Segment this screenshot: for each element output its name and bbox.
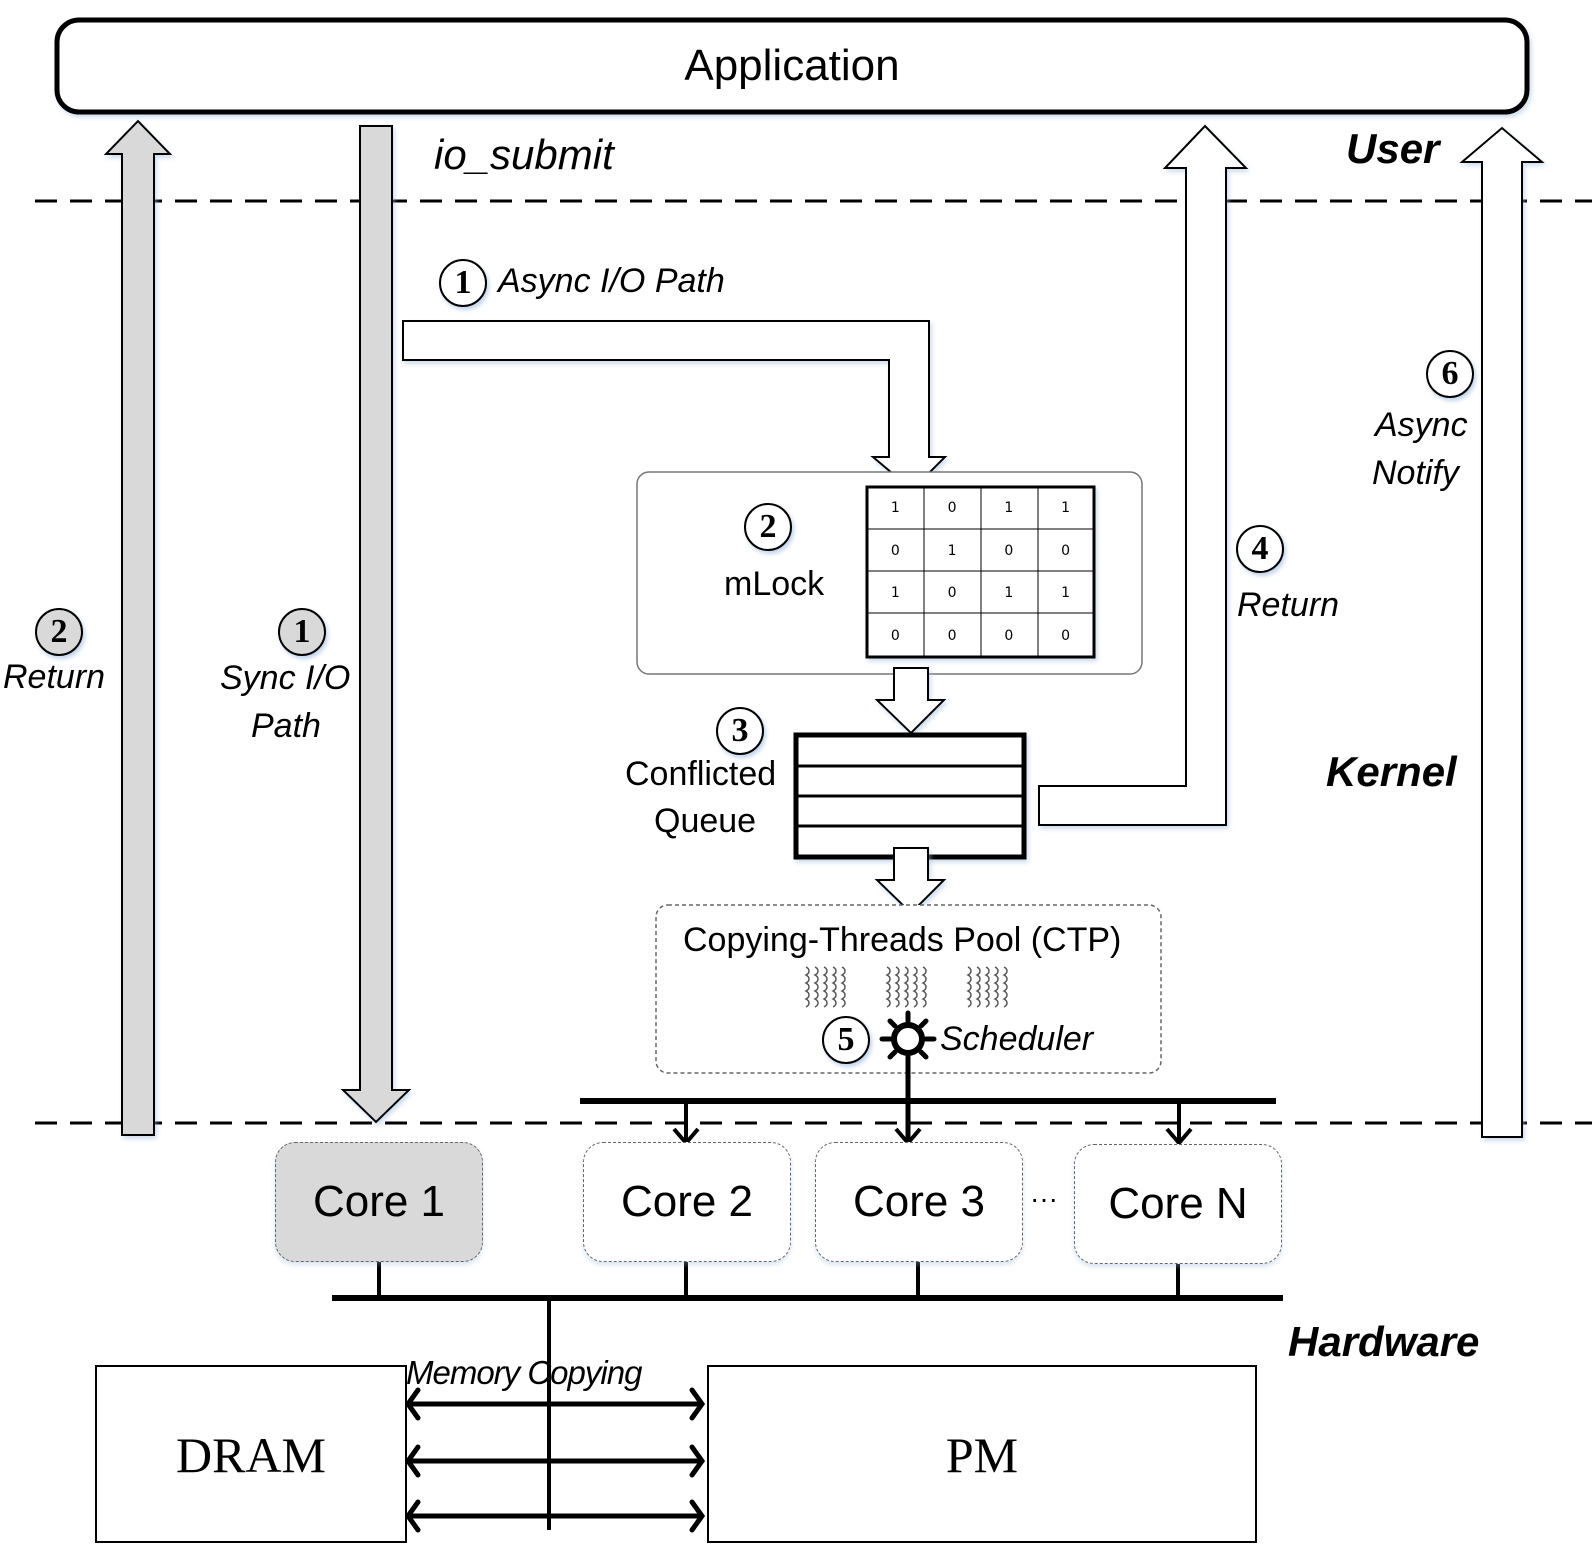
thread-icon xyxy=(966,966,1008,1008)
mlock-label: mLock xyxy=(724,565,825,603)
mlock-grid xyxy=(865,485,1096,659)
step-badge-3: 3 xyxy=(716,707,764,755)
step-badge-2-return: 2 xyxy=(35,608,83,656)
thread-icons xyxy=(804,966,1008,1008)
core-2[interactable]: Core 2 xyxy=(583,1142,791,1262)
mlock-cell: 1 xyxy=(1061,500,1071,516)
step-badge-6: 6 xyxy=(1426,350,1474,398)
core-3[interactable]: Core 3 xyxy=(815,1142,1023,1262)
core-1[interactable]: Core 1 xyxy=(275,1142,483,1262)
memory-copy-arrows xyxy=(404,1387,706,1533)
pm-label: PM xyxy=(945,1427,1019,1483)
async-notify-label-line2: Notify xyxy=(1372,454,1459,492)
step-badge-1-async: 1 xyxy=(439,259,487,307)
step-badge-5: 5 xyxy=(822,1016,870,1064)
memory-copying-label: Memory Copying xyxy=(406,1354,642,1391)
mlock-cell: 0 xyxy=(947,585,957,601)
mlock-cell: 1 xyxy=(1061,585,1071,601)
mlock-cell: 1 xyxy=(947,542,957,559)
sync-io-path-label-line1: Sync I/O xyxy=(220,659,351,697)
mlock-cell: 0 xyxy=(947,627,957,644)
mlock-cell: 1 xyxy=(1004,500,1014,516)
mlock-cell: 0 xyxy=(890,542,900,559)
async-return-label: Return xyxy=(1237,586,1340,624)
thread-icon xyxy=(804,966,846,1008)
thread-icon xyxy=(885,966,927,1008)
async-io-path-arrow xyxy=(402,320,948,492)
core-bus-connectors xyxy=(377,1262,1180,1298)
sync-io-path-label-line2: Path xyxy=(251,707,321,745)
mlock-cell: 0 xyxy=(1061,542,1071,559)
dram-box xyxy=(95,1365,407,1543)
layer-label-user: User xyxy=(1346,125,1440,172)
async-io-path-label: Async I/O Path xyxy=(498,262,725,300)
step-badge-2-mlock: 2 xyxy=(744,503,792,551)
application-label: Application xyxy=(684,41,900,90)
mlock-cell: 0 xyxy=(947,500,957,516)
async-return-arrow xyxy=(1038,124,1249,826)
mlock-cell: 0 xyxy=(890,627,900,644)
mlock-cell: 0 xyxy=(1061,627,1071,644)
conflicted-queue-label-line2: Queue xyxy=(654,802,757,840)
ctp-label: Copying-Threads Pool (CTP) xyxy=(683,921,1122,959)
queue-to-ctp-arrow xyxy=(874,847,947,915)
cores-ellipsis: ··· xyxy=(1030,1183,1058,1214)
sync-return-arrow xyxy=(103,119,173,1136)
core-n[interactable]: Core N xyxy=(1074,1144,1282,1264)
step-badge-4: 4 xyxy=(1236,525,1284,573)
mlock-cell: 1 xyxy=(1004,585,1014,601)
conflicted-queue-label-line1: Conflicted xyxy=(625,755,777,793)
mlock-cell: 1 xyxy=(890,500,900,516)
step-badge-1-sync: 1 xyxy=(278,608,326,656)
async-notify-arrow xyxy=(1459,126,1545,1138)
mlock-cell: 0 xyxy=(1004,542,1014,559)
application-box[interactable] xyxy=(54,17,1530,115)
mlock-to-queue-arrow xyxy=(874,667,947,735)
scheduler-label: Scheduler xyxy=(940,1020,1094,1058)
conflicted-queue-box xyxy=(793,732,1027,860)
pm-box xyxy=(707,1365,1257,1543)
sync-io-path-arrow xyxy=(340,125,412,1124)
ctp-container xyxy=(655,904,1162,1074)
async-notify-label-line1: Async xyxy=(1375,406,1468,444)
mlock-cell: 1 xyxy=(890,585,900,601)
dram-label: DRAM xyxy=(175,1427,327,1483)
gear-icon xyxy=(879,1010,937,1068)
mlock-cell: 0 xyxy=(1004,627,1014,644)
sync-return-label: Return xyxy=(3,658,106,696)
io-submit-label: io_submit xyxy=(434,131,614,178)
layer-label-hardware: Hardware xyxy=(1288,1318,1480,1365)
layer-label-kernel: Kernel xyxy=(1326,748,1457,795)
